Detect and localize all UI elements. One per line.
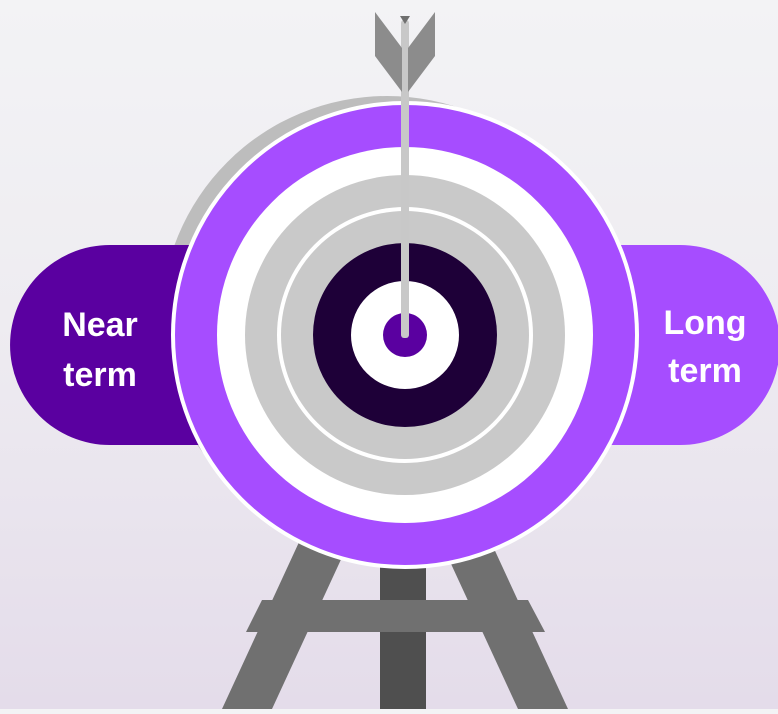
long-term-label-line1: Long [663, 304, 746, 342]
near-term-label-line2: term [63, 356, 137, 394]
arrow-fletching-left [375, 12, 402, 92]
near-term-label-line1: Near [62, 306, 138, 344]
stand-crossbar [246, 600, 545, 632]
arrow-shaft [401, 20, 409, 338]
arrow-fletching-right [408, 12, 435, 92]
long-term-label-line2: term [668, 352, 742, 390]
